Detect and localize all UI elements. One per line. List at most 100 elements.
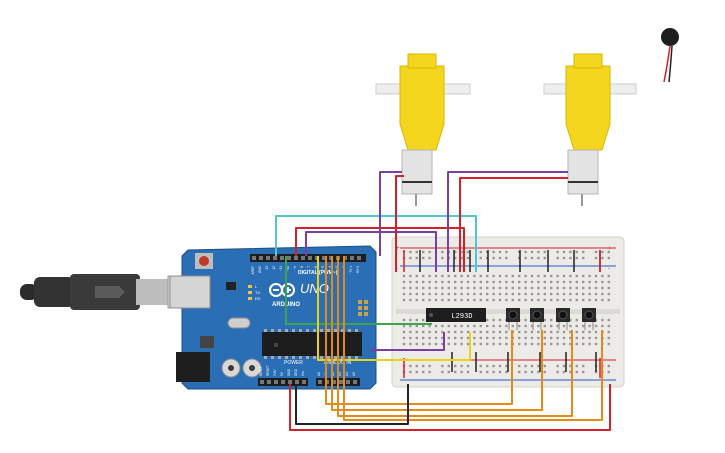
breadboard-hole <box>530 292 534 296</box>
chip-pin <box>327 329 330 332</box>
atmega-chip <box>262 332 362 356</box>
breadboard-hole <box>562 336 566 340</box>
breadboard-hole <box>441 280 444 284</box>
dc-motor-left[interactable] <box>375 53 471 206</box>
breadboard-hole <box>505 298 508 302</box>
led-tx <box>248 291 252 294</box>
dc-motor-right[interactable] <box>543 53 637 206</box>
breadboard-hole <box>530 286 534 290</box>
breadboard-hole <box>402 292 406 296</box>
wire-purple-motor-left[interactable] <box>379 171 402 256</box>
chip-pin <box>341 329 344 332</box>
breadboard-hole <box>466 330 470 334</box>
chip-pin <box>285 356 288 359</box>
breadboard-hole <box>556 342 559 346</box>
pushbutton-cap[interactable] <box>532 310 542 320</box>
breadboard-hole <box>524 324 527 328</box>
breadboard-hole <box>607 330 610 334</box>
breadboard-hole <box>479 330 482 334</box>
breadboard-hole <box>402 280 406 284</box>
wire-orange-1[interactable] <box>325 256 513 405</box>
breadboard-hole <box>428 298 431 302</box>
breadboard-hole <box>556 298 559 302</box>
wire-orange-4[interactable] <box>343 256 603 421</box>
breadboard-hole <box>486 324 489 328</box>
breadboard-hole <box>479 292 482 296</box>
pushbutton-cap[interactable] <box>558 310 568 320</box>
wire-orange-2[interactable] <box>331 256 543 411</box>
breadboard-hole <box>466 292 470 296</box>
wire-red-motor-right[interactable] <box>459 177 568 272</box>
breadboard-hole <box>422 318 425 322</box>
breadboard-hole <box>582 370 585 374</box>
breadboard-hole <box>454 342 457 346</box>
breadboard-hole <box>569 342 572 346</box>
breadboard-hole <box>492 280 495 284</box>
breadboard-hole <box>601 286 604 290</box>
breadboard-hole <box>460 330 463 334</box>
wire-orange-3[interactable] <box>337 256 573 417</box>
wire-purple-bottom[interactable] <box>370 332 445 351</box>
chip-pin <box>271 356 274 359</box>
usb-b-port <box>169 275 211 309</box>
breadboard-hole <box>422 292 425 296</box>
breadboard-hole <box>550 336 553 340</box>
breadboard-hole <box>415 286 418 290</box>
breadboard-hole <box>466 336 470 340</box>
pushbutton[interactable] <box>506 308 520 330</box>
vibration-motor[interactable] <box>661 28 679 83</box>
breadboard-hole <box>402 298 406 302</box>
breadboard-hole <box>537 370 540 374</box>
breadboard-hole <box>409 286 412 290</box>
breadboard-hole <box>492 364 495 368</box>
power-pin-label: GND <box>294 368 298 376</box>
wire-green[interactable] <box>285 256 432 325</box>
pushbutton[interactable] <box>556 308 570 330</box>
wire-purple-top[interactable] <box>305 231 437 272</box>
breadboard-hole <box>422 364 425 368</box>
digital-pin-label: ~10 <box>286 266 290 272</box>
chip-pin <box>271 329 274 332</box>
wire-red-motor-left[interactable] <box>395 175 404 272</box>
breadboard-hole <box>492 292 495 296</box>
usb-symbol-icon <box>95 286 125 298</box>
breadboard-hole <box>505 364 508 368</box>
wire-purple-motor-right[interactable] <box>447 171 568 272</box>
pushbutton-cap[interactable] <box>508 310 518 320</box>
wire-yellow[interactable] <box>317 256 471 361</box>
breadboard-hole <box>582 274 585 278</box>
digital-pin-label: ~11 <box>279 266 283 271</box>
breadboard-hole <box>543 336 546 340</box>
pushbutton[interactable] <box>582 308 596 330</box>
pushbuttons <box>506 308 596 330</box>
wire-red-5v[interactable] <box>289 384 611 431</box>
breadboard-hole <box>479 298 482 302</box>
breadboard-hole <box>492 256 495 260</box>
reset-button-cap[interactable] <box>199 256 209 266</box>
breadboard-hole <box>575 256 578 260</box>
breadboard-hole <box>466 324 470 328</box>
breadboard-hole <box>441 330 444 334</box>
wires <box>275 171 611 431</box>
header-hole <box>346 380 350 384</box>
l293d-driver[interactable]: L293D <box>426 308 486 322</box>
breadboard-hole <box>537 342 540 346</box>
breadboard-hole <box>428 336 431 340</box>
pushbutton[interactable] <box>530 308 544 330</box>
pushbutton-cap[interactable] <box>584 310 594 320</box>
breadboard-hole <box>575 342 578 346</box>
wire-black-gnd[interactable] <box>295 384 409 425</box>
board-leds: L TX RX <box>248 284 261 301</box>
digital-pin-label: ~5 <box>321 266 325 270</box>
breadboard-hole <box>415 324 418 328</box>
breadboard-hole <box>511 324 514 328</box>
breadboard-hole <box>428 330 431 334</box>
header-hole <box>287 256 291 260</box>
wire-cyan[interactable] <box>275 215 477 272</box>
breadboard-hole <box>415 342 418 346</box>
icsp-header <box>358 300 368 316</box>
power-pin-label: 3.3V <box>273 369 277 376</box>
